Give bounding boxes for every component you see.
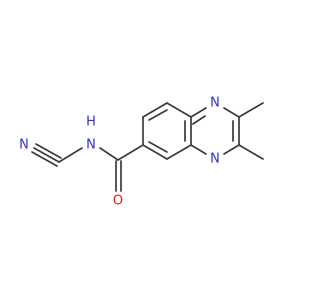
ring-bond-f xyxy=(142,144,168,160)
ch2-amide-n-bond xyxy=(58,147,83,163)
nitrile-triple-bond-3 xyxy=(31,151,58,167)
methyl-bond-bottom xyxy=(238,144,264,160)
bonds xyxy=(31,102,264,192)
pyrazine-bond-a xyxy=(190,107,207,118)
pyrazine-bond-e xyxy=(190,144,207,155)
ring-bond-b-inner xyxy=(148,109,168,121)
ring-bond-f-inner xyxy=(148,141,168,153)
pyrazine-bond-d xyxy=(223,144,240,155)
atom-labels: N N H O N N xyxy=(19,96,220,209)
nitrile-triple-bond-1 xyxy=(33,147,60,163)
amide-h-label: H xyxy=(86,115,96,130)
pyrazine-bond-a-inner xyxy=(192,115,206,125)
ring-bond-c xyxy=(166,102,192,118)
nitrile-n-label: N xyxy=(19,138,29,153)
amide-n-label: N xyxy=(86,138,96,153)
methyl-bond-top xyxy=(238,102,264,118)
amide-n-carbonyl-bond xyxy=(99,147,119,161)
carbonyl-ring-bond xyxy=(117,144,144,161)
ring-n-bottom-label: N xyxy=(210,152,220,167)
ring-n-top-label: N xyxy=(210,96,220,111)
ring-bond-e xyxy=(166,144,192,160)
carbonyl-o-label: O xyxy=(113,194,123,209)
pyrazine-bond-b xyxy=(223,107,240,118)
structure-diagram: N N H O N N xyxy=(19,96,264,209)
ring-bond-b xyxy=(142,102,168,118)
nitrile-triple-bond-2 xyxy=(35,143,62,159)
